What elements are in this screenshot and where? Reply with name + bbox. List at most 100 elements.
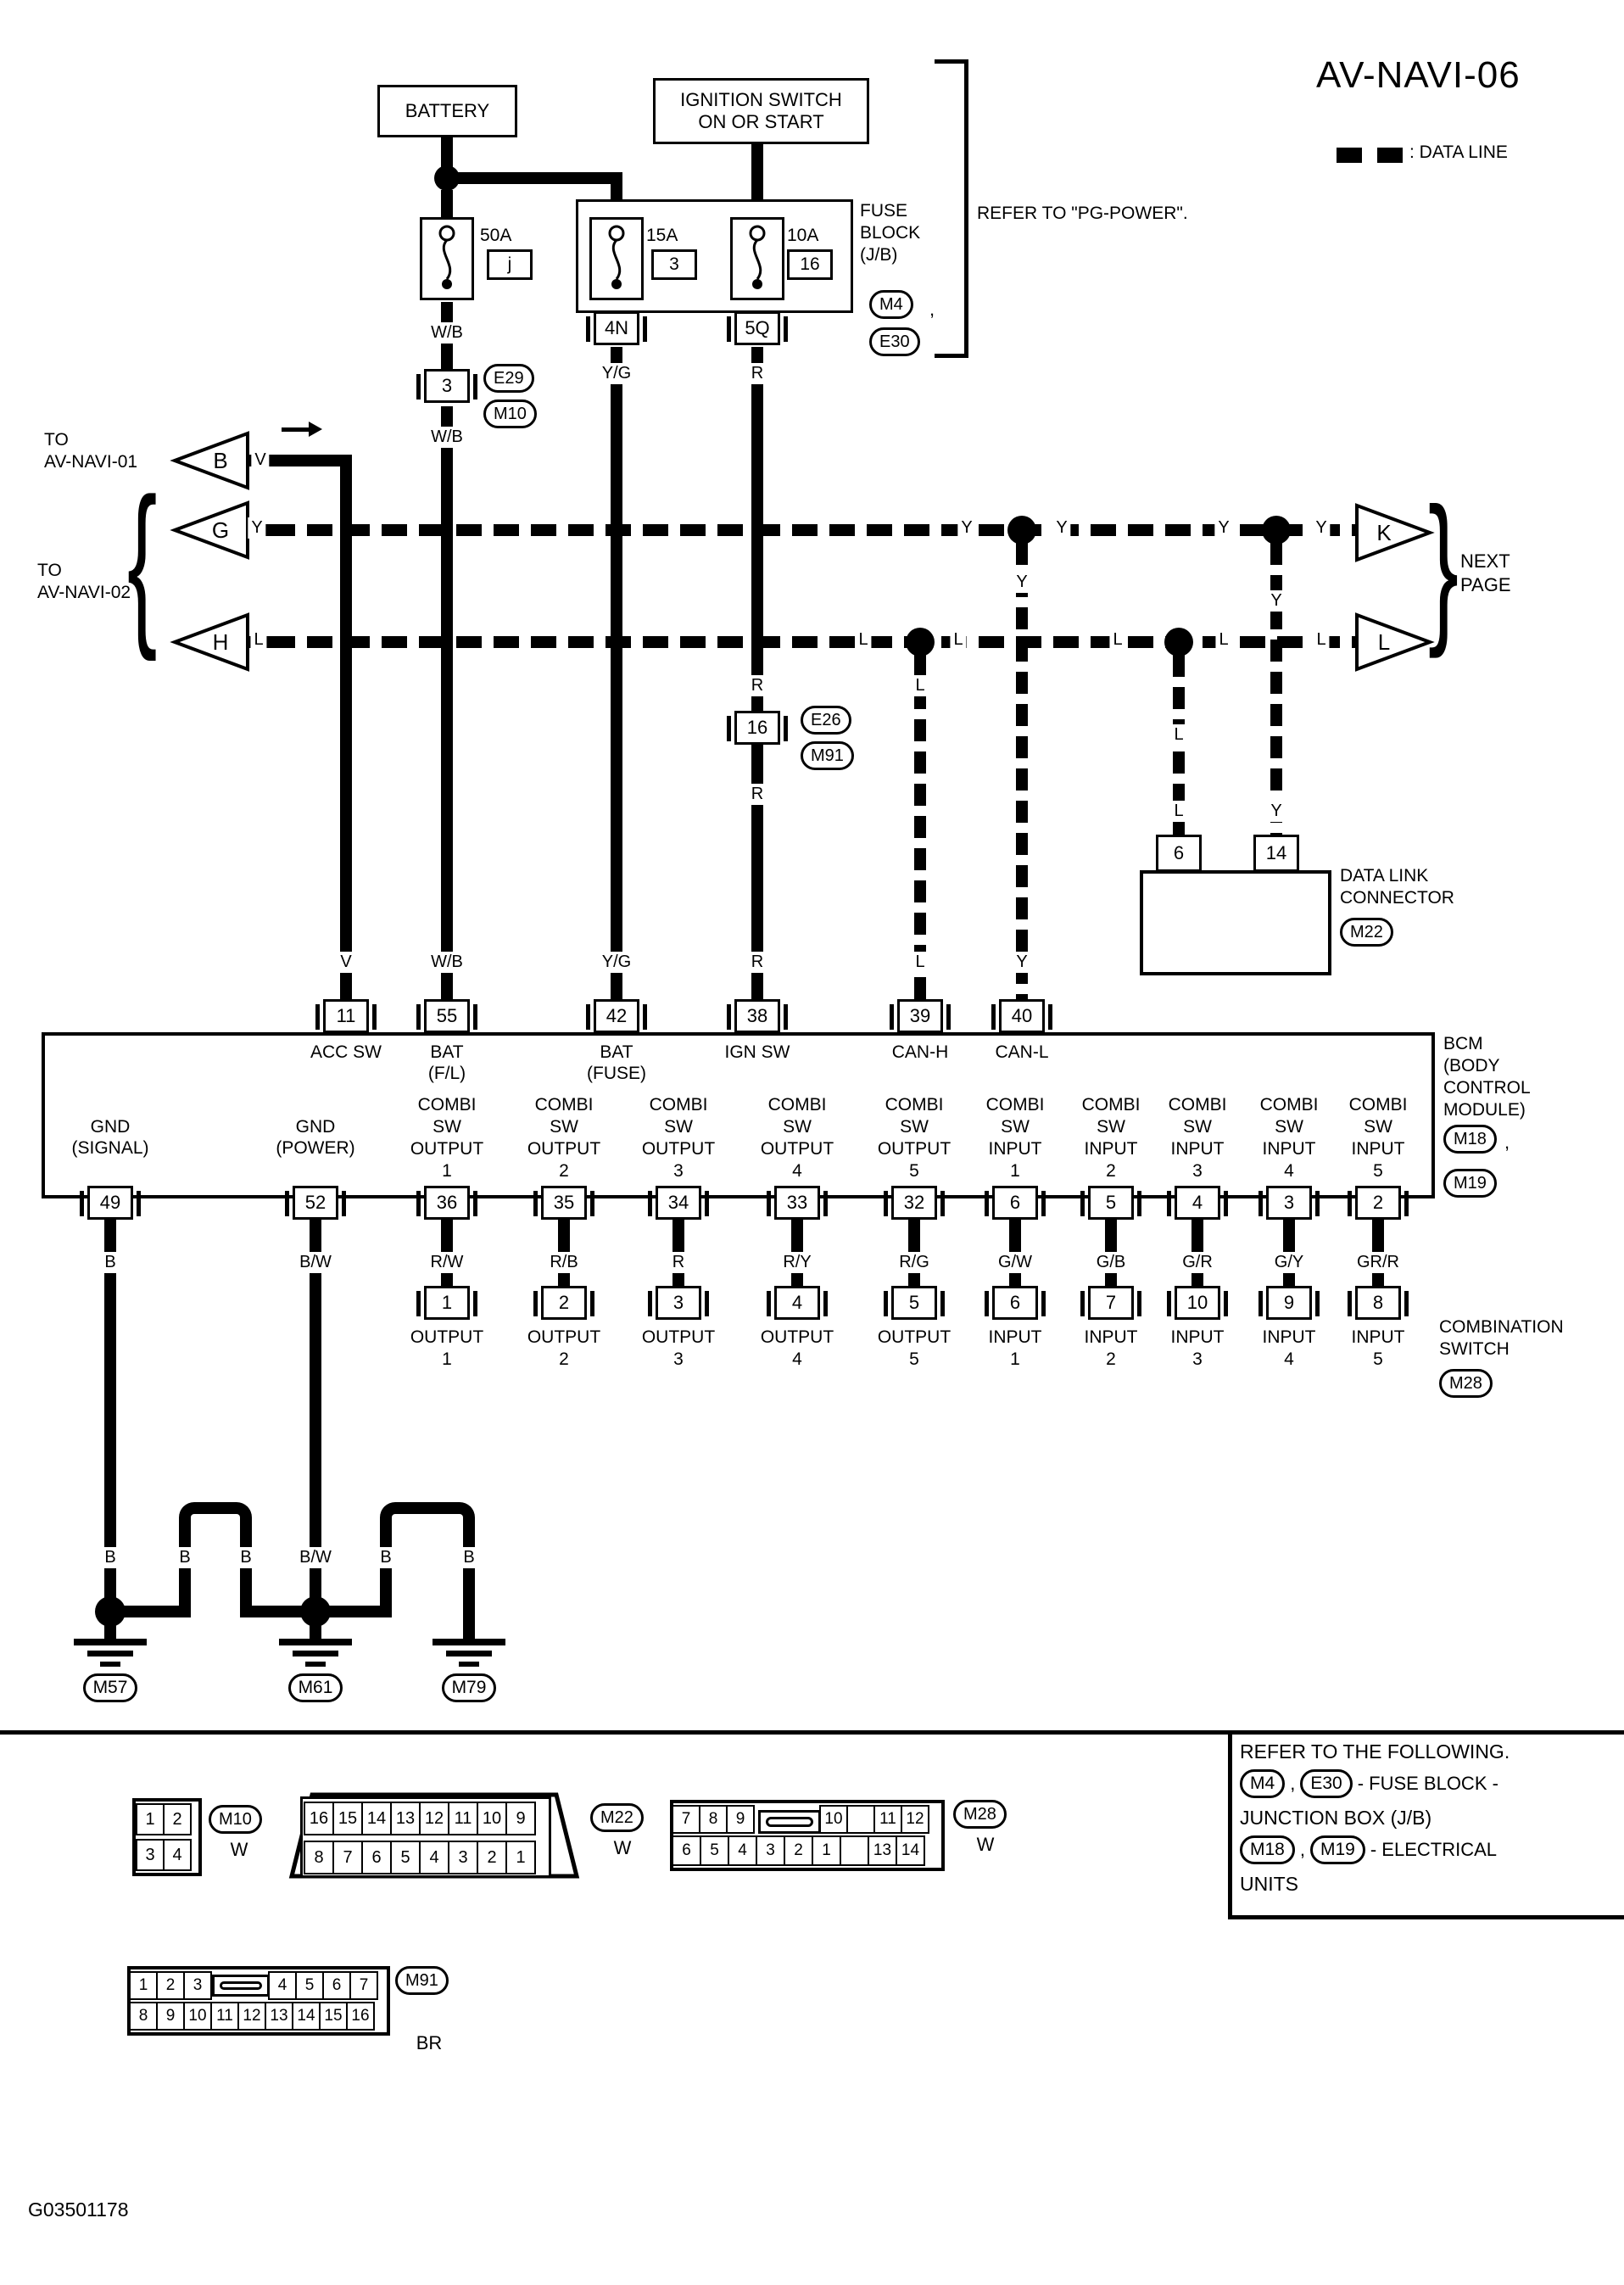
connector-cavity: 3 [183,1971,212,2000]
switch-pin: 3 [648,1286,709,1320]
bcm-channel-function: COMBI SW OUTPUT 1 [410,1095,484,1181]
yg-wire [611,347,622,1001]
ground-ref: M57 [82,1673,138,1702]
connector-cavity: 9 [156,2002,185,2031]
connector-ref-m18-footer: M18 [1240,1835,1295,1864]
data-line-wire-label: L [855,629,872,651]
bcm-channel-function: COMBI SW INPUT 5 [1348,1095,1408,1181]
page-arrow-b: B [170,431,249,490]
fuse-id-box: 3 [651,249,697,280]
fuse-amp-label: 50A [480,226,512,245]
inline-connector-3: 3 [416,369,477,403]
refer-line-electrical: M18 , M19 - ELECTRICAL [1240,1835,1497,1864]
switch-channel-label: OUTPUT 1 [410,1327,484,1369]
jb-out-pin-5q: 5Q [727,311,788,345]
connector-ref-m91-inline: M91 [801,741,854,770]
v-wire-horizontal [248,455,352,466]
wire-color-label: GR/R [1353,1252,1403,1273]
connector-cavity: 15 [332,1802,363,1835]
fuse-id-box: j [487,249,533,280]
direction-arrow-line [282,427,309,432]
switch-pin: 7 [1080,1286,1141,1320]
wire-color-label: L [1170,801,1187,822]
junction-dot-can-h [906,628,935,656]
bcm-top-pin: 55 [416,999,477,1033]
wire-color-label: V [337,952,355,973]
ground-bar [87,1651,133,1656]
svg-text:L: L [1378,629,1390,655]
bcm-pin-function: ACC SW [310,1042,382,1062]
connector-cavity: 11 [448,1802,478,1835]
wire-color-label: G/W [995,1252,1035,1273]
wire-color-label: Y [1267,801,1286,822]
connector-cavity: 7 [332,1841,363,1874]
connector-cavity: 3 [136,1839,165,1871]
connector-cavity: 3 [756,1835,785,1866]
data-line-wire-label: L [1215,629,1232,651]
switch-pin: 8 [1348,1286,1409,1320]
connector-cavity: 4 [419,1841,449,1874]
next-page-label: NEXT PAGE [1460,550,1511,595]
refer-text: - FUSE BLOCK - [1357,1773,1498,1794]
bcm-top-pin: 38 [727,999,788,1033]
wire-color-label: G/R [1179,1252,1216,1273]
dlc-pin-6: 6 [1156,835,1202,872]
connector-cavity: 16 [346,2002,375,2031]
bcm-bottom-pin: 3 [1258,1186,1320,1220]
wire-color-label: R/W [427,1252,467,1273]
dlc-pin-14: 14 [1253,835,1299,872]
document-id: G03501178 [28,2198,129,2221]
bcm-bottom-pin: 52 [285,1186,346,1220]
ground-bar [305,1662,326,1667]
ground-elbow-3 [315,1606,392,1617]
ground-elbow-1 [110,1606,191,1617]
wire-color-label: R [747,675,767,696]
bcm-top-pin: 40 [991,999,1052,1033]
dlc-box [1140,870,1331,975]
wire-color-label: Y [1013,572,1031,593]
refer-heading: REFER TO THE FOLLOWING. [1240,1740,1510,1763]
junction-dot-dlc-y [1262,516,1291,545]
bcm-gnd-function: GND (POWER) [276,1117,355,1158]
connector-cavity: 5 [390,1841,421,1874]
dlc-y-wire [1270,543,1282,835]
fuse-id-box: 16 [787,249,833,280]
svg-text:B: B [213,448,227,473]
switch-channel-label: INPUT 1 [988,1327,1042,1369]
wire-color-label: Y/G [598,952,635,973]
bcm-pin-function: CAN-L [995,1042,1049,1062]
wire-color-label: R/G [896,1252,933,1273]
junction-dot-dlc-l [1164,628,1193,656]
bcm-channel-function: COMBI SW OUTPUT 5 [877,1095,952,1181]
bcm-bottom-pin: 34 [648,1186,709,1220]
bracket-bottom [935,354,968,358]
connector-cavity: 15 [319,2002,348,2031]
ignition-switch-box: IGNITION SWITCH ON OR START [653,78,869,144]
connector-cavity: 1 [505,1841,536,1874]
bcm-bottom-pin: 33 [767,1186,828,1220]
connector-ref-m91-footer: M91 [395,1966,449,1995]
to-av-navi-01-label: TO AV-NAVI-01 [44,430,138,472]
data-line-wire-label: Y [1052,517,1071,539]
fuse-icon [438,225,455,289]
connector-ref-e26: E26 [801,706,851,735]
connector-ref-m18: M18 [1443,1125,1497,1154]
bcm-channel-function: COMBI SW INPUT 2 [1081,1095,1141,1181]
wire-color-label: R/Y [779,1252,815,1273]
refer-box-bottom-border [1228,1915,1624,1919]
bcm-top-pin: 42 [586,999,647,1033]
connector-cavity: 2 [477,1841,507,1874]
ground-symbol: M57 [55,1639,165,1702]
data-line-wire-label: Y [1312,517,1331,539]
connector-cavity: 4 [163,1839,192,1871]
connector-cavity: 14 [896,1835,925,1866]
fuse-block-label: FUSE BLOCK (J/B) [860,201,921,265]
right-brace: } [1428,473,1459,659]
connector-ref-e30-footer: E30 [1300,1769,1353,1798]
battery-box: BATTERY [377,85,517,137]
connector-ref-m28-footer: M28 [953,1800,1007,1829]
data-line-wire-label: L [950,629,967,651]
